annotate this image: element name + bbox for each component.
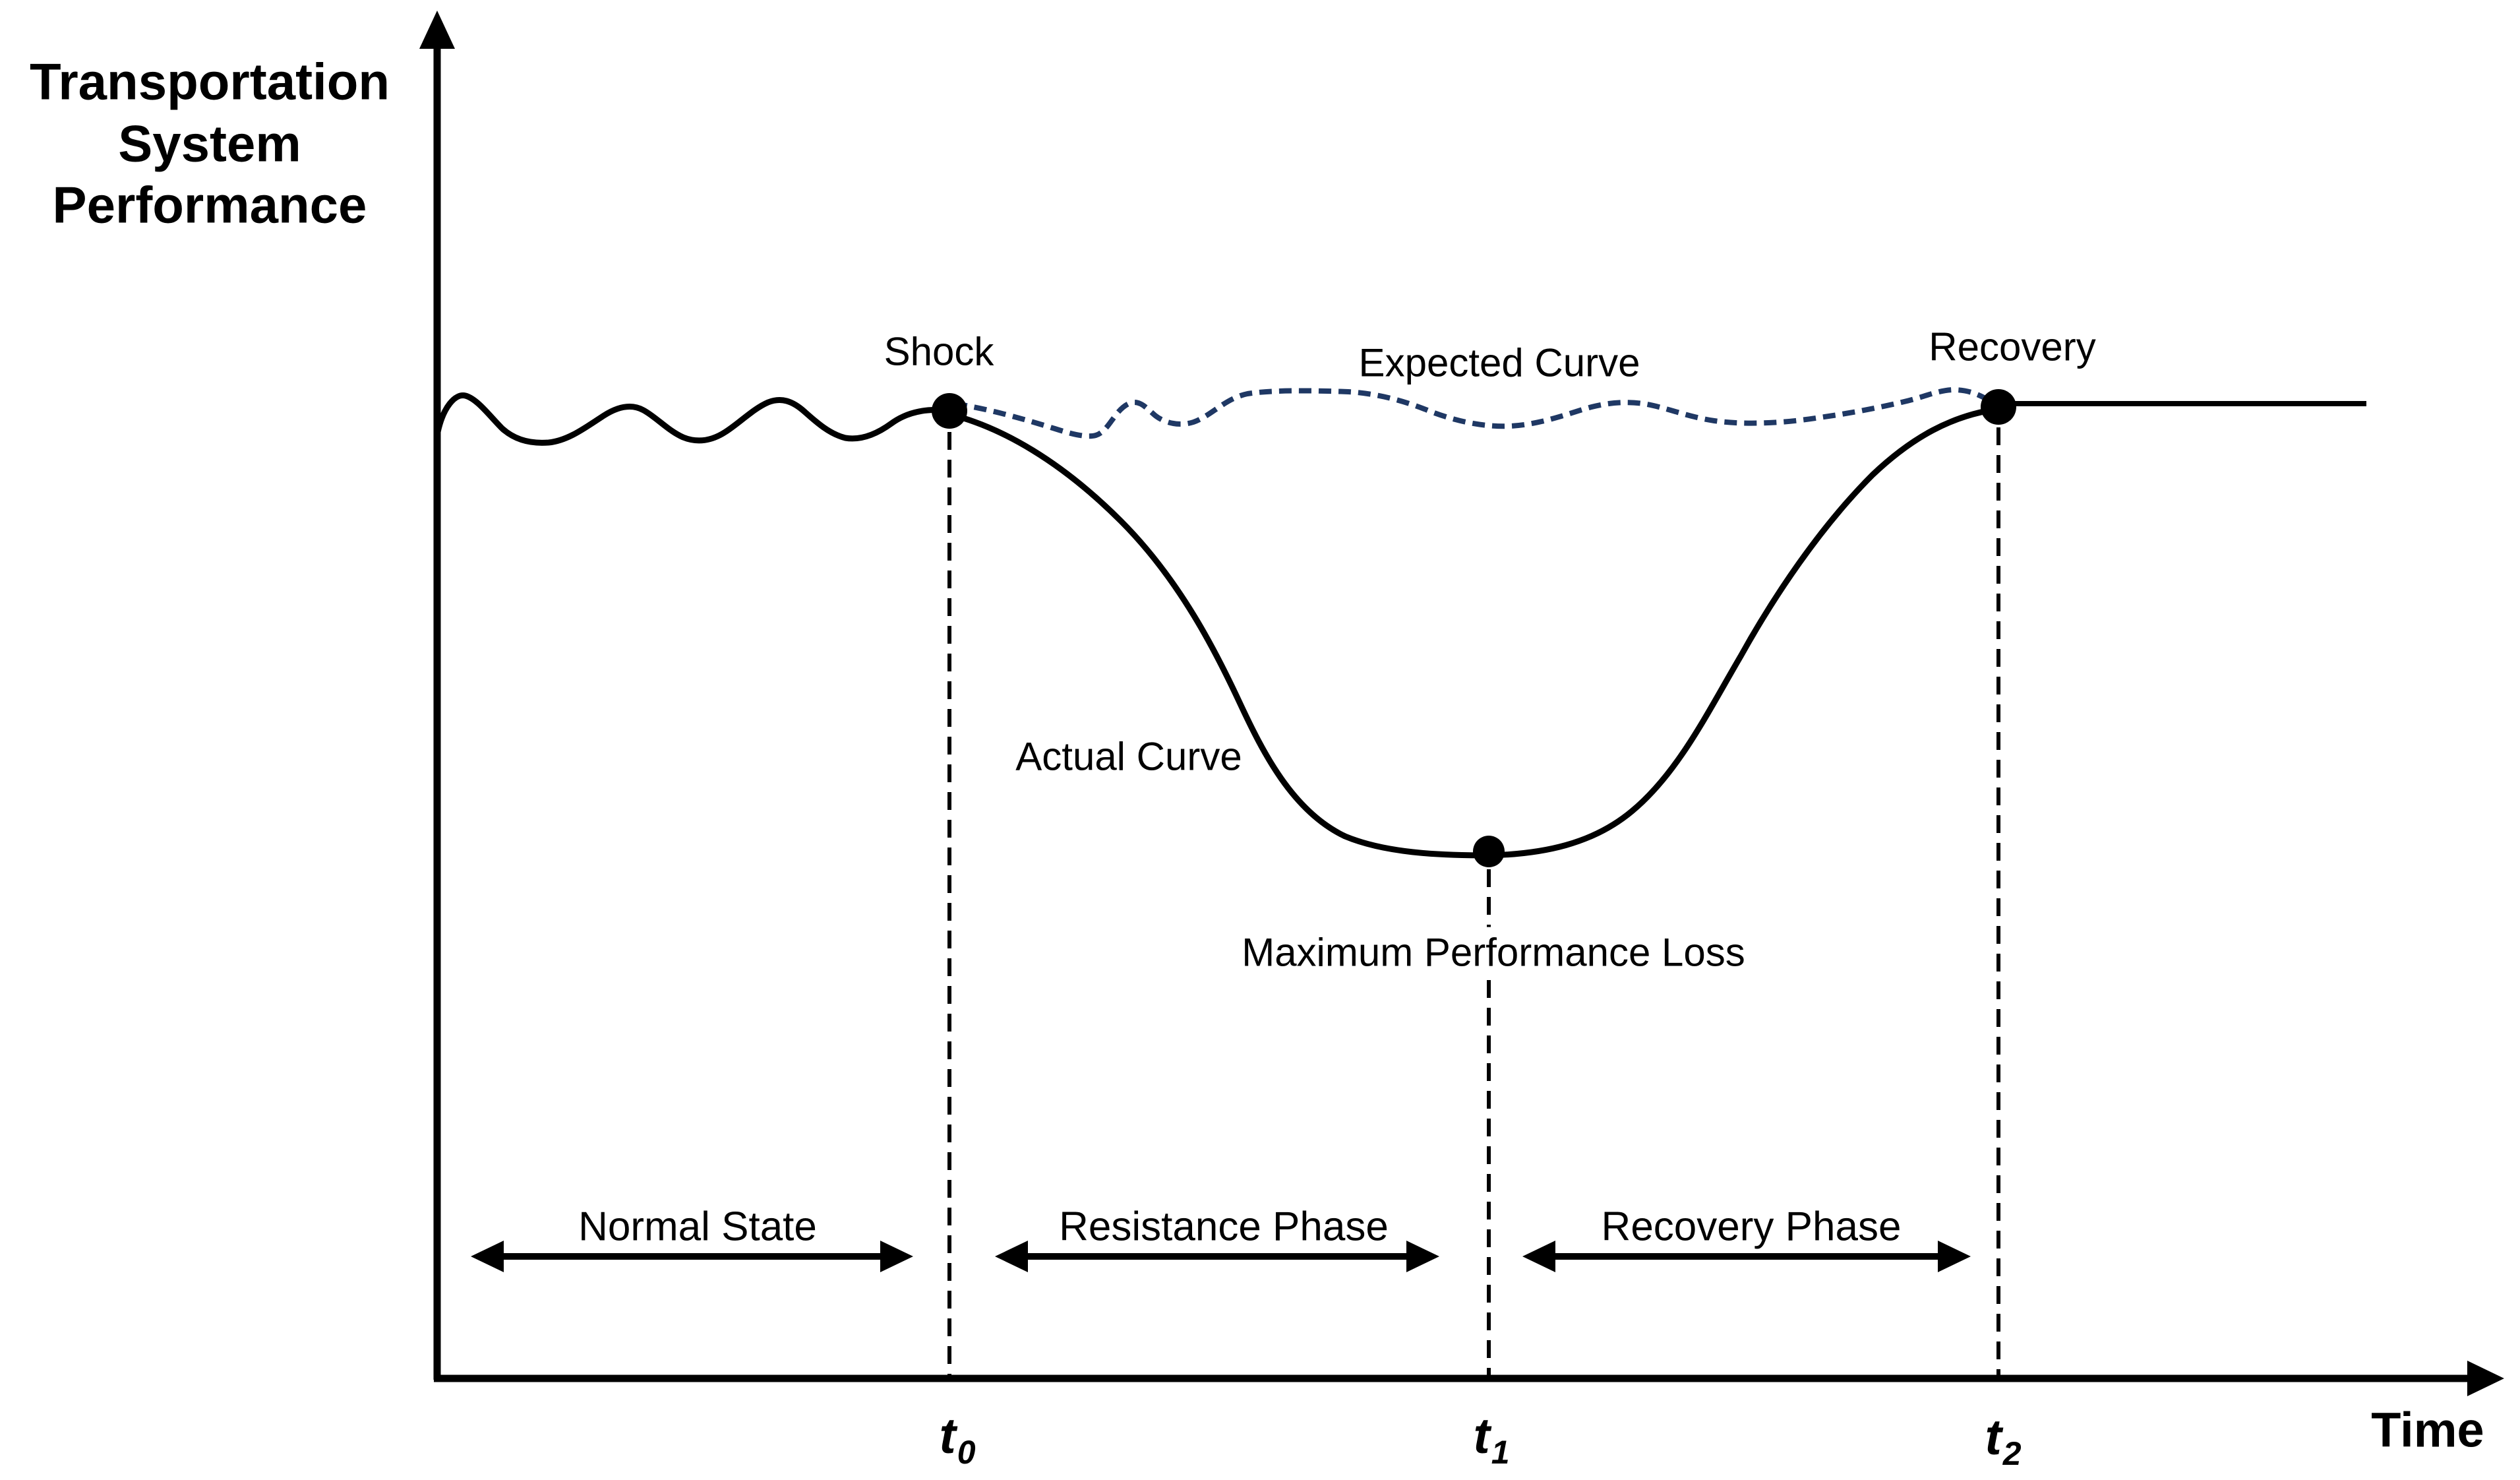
y-axis-label: Transportation System Performance (29, 52, 390, 234)
normal-state-arrow-right-head-icon (880, 1241, 913, 1272)
t1-subscript: 1 (1491, 1434, 1510, 1471)
x-axis-arrowhead-icon (2467, 1361, 2504, 1396)
actual-curve-line (948, 406, 1999, 859)
phase-label-resistance: Resistance Phase (1059, 1204, 1389, 1250)
normal-state-arrow-left-head-icon (471, 1241, 504, 1272)
x-tick-t1: t1 (1473, 1407, 1509, 1471)
resistance-phase-extent-arrow (995, 1241, 1439, 1272)
x-tick-t0: t0 (939, 1407, 975, 1471)
recovery-phase-extent-arrow (1522, 1241, 1971, 1272)
expected-curve-line (954, 386, 2000, 439)
x-tick-t2: t2 (1985, 1408, 2021, 1472)
t0-subscript: 0 (957, 1434, 976, 1471)
normal-state-extent-arrow (471, 1241, 913, 1272)
t2-subscript: 2 (2002, 1435, 2022, 1473)
recovery-phase-arrow-left-head-icon (1522, 1241, 1555, 1272)
phase-label-recovery: Recovery Phase (1601, 1204, 1902, 1250)
t0-base: t (939, 1408, 956, 1465)
t2-base: t (1985, 1409, 2002, 1466)
resistance-phase-arrow-left-head-icon (995, 1241, 1028, 1272)
expected-curve-label: Expected Curve (1358, 340, 1640, 385)
recovery-label: Recovery (1929, 324, 2096, 369)
recovery-phase-arrow-right-head-icon (1938, 1241, 1971, 1272)
y-axis-arrowhead-icon (419, 11, 455, 49)
maximum-performance-loss-label: Maximum Performance Loss (1230, 927, 1757, 979)
x-axis-label: Time (2371, 1402, 2484, 1458)
recovery-point-dot (1981, 389, 2016, 425)
t1-base: t (1473, 1408, 1490, 1465)
max-performance-loss-point-dot (1473, 836, 1505, 867)
resistance-phase-arrow-right-head-icon (1406, 1241, 1439, 1272)
phase-label-normal-state: Normal State (578, 1204, 817, 1250)
normal-state-performance-line (435, 392, 950, 446)
shock-point-dot (932, 393, 967, 429)
shock-label: Shock (884, 329, 994, 374)
actual-curve-label: Actual Curve (1015, 734, 1242, 779)
